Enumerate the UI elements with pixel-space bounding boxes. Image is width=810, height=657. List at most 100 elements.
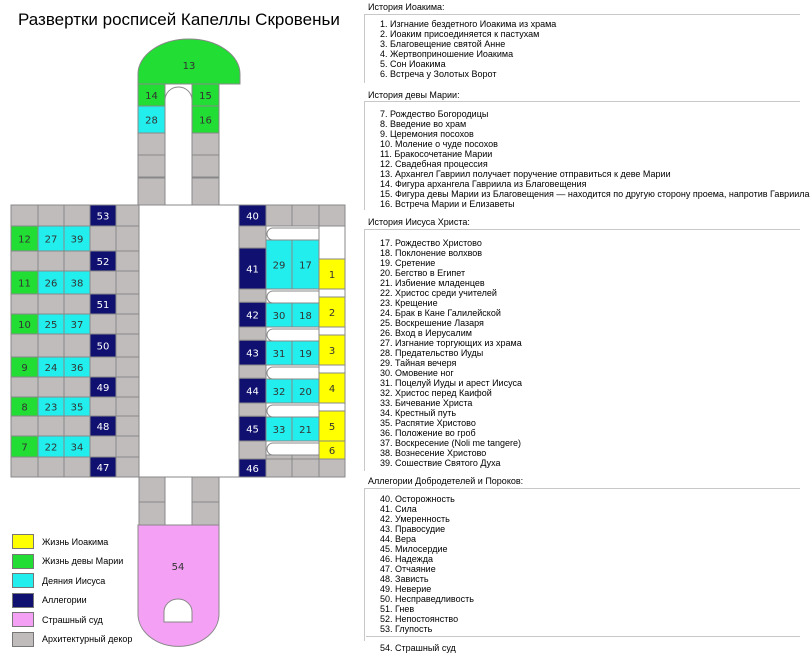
fresco-2: 2 — [318, 296, 346, 328]
legend-label: Жизнь Иоакима — [42, 536, 109, 547]
fresco-2-label: 2 — [329, 308, 335, 319]
fresco-20-label: 20 — [299, 387, 312, 398]
fresco-43-label: 43 — [246, 349, 259, 360]
decor-tile — [115, 396, 140, 417]
decor-tile — [137, 177, 166, 206]
fresco-13-shape — [137, 38, 241, 85]
decor-tile — [238, 288, 267, 303]
fresco-3-label: 3 — [329, 346, 335, 357]
fresco-44: 44 — [238, 377, 267, 404]
list-item: 18. Поклонение волхвов — [380, 248, 483, 258]
legend-item-joachim: Жизнь Иоакима — [12, 532, 132, 552]
blank-tile — [318, 402, 346, 412]
fresco-43: 43 — [238, 339, 267, 366]
list-item: 28. Предательство Иуды — [380, 348, 484, 358]
list-item: 46. Надежда — [380, 554, 433, 564]
fresco-5-label: 5 — [329, 422, 335, 433]
decor-tile — [137, 154, 166, 178]
fresco-9-label: 9 — [21, 363, 27, 374]
fresco-31-label: 31 — [273, 349, 286, 360]
section-header-mary: История девы Марии: — [368, 90, 460, 100]
fresco-47-label: 47 — [97, 463, 110, 474]
list-item: 43. Правосудие — [380, 524, 446, 534]
fresco-54-shape — [137, 524, 220, 647]
fresco-14: 14 — [137, 83, 166, 107]
fresco-35-label: 35 — [71, 403, 84, 414]
fresco-7: 7 — [10, 435, 39, 458]
fresco-33: 33 — [265, 416, 293, 442]
list-item: 3. Благовещение святой Анне — [380, 39, 506, 49]
decor-tile — [265, 204, 293, 227]
list-item: 52. Непостоянство — [380, 614, 459, 624]
list-item: 7. Рождество Богородицы — [380, 109, 489, 119]
fresco-4: 4 — [318, 372, 346, 404]
decor-tile — [115, 356, 140, 378]
fresco-14-label: 14 — [145, 91, 158, 102]
fresco-34-label: 34 — [71, 443, 84, 454]
list-item: 50. Несправедливость — [380, 594, 474, 604]
fresco-3: 3 — [318, 334, 346, 366]
fresco-10: 10 — [10, 313, 39, 335]
fresco-51-label: 51 — [97, 300, 110, 311]
fresco-21: 21 — [291, 416, 320, 442]
fresco-53: 53 — [89, 204, 117, 227]
fresco-6: 6 — [318, 440, 346, 460]
list-item-last-judgment: 54. Страшный суд — [380, 643, 456, 653]
fresco-29: 29 — [265, 239, 293, 290]
fresco-48: 48 — [89, 415, 117, 437]
decor-tile — [191, 476, 220, 503]
decor-tile — [63, 333, 91, 358]
fresco-45-label: 45 — [246, 425, 259, 436]
fresco-38: 38 — [63, 270, 91, 295]
decor-tile — [191, 132, 220, 156]
entrance-corridor — [164, 476, 193, 526]
window-opening — [266, 328, 327, 342]
legend-label: Жизнь девы Марии — [42, 556, 124, 567]
fresco-25-label: 25 — [45, 320, 58, 331]
list-item: 30. Омовение ног — [380, 368, 454, 378]
fresco-32-label: 32 — [273, 387, 286, 398]
fresco-9: 9 — [10, 356, 39, 378]
fresco-11-label: 11 — [18, 279, 31, 290]
fresco-27: 27 — [37, 225, 65, 252]
fresco-4-label: 4 — [329, 384, 335, 395]
fresco-36: 36 — [63, 356, 91, 378]
decor-tile — [265, 458, 293, 478]
decor-tile — [115, 250, 140, 272]
fresco-16-label: 16 — [199, 116, 212, 127]
fresco-8: 8 — [10, 396, 39, 417]
list-item: 51. Гнев — [380, 604, 415, 614]
list-item: 42. Умеренность — [380, 514, 450, 524]
fresco-19-label: 19 — [299, 349, 312, 360]
list-item: 5. Сон Иоакима — [380, 59, 446, 69]
fresco-6-label: 6 — [329, 446, 335, 457]
window-opening — [266, 404, 327, 418]
list-item: 34. Крестный путь — [380, 408, 457, 418]
list-item: 20. Бегство в Египет — [380, 268, 466, 278]
fresco-29-label: 29 — [273, 261, 286, 272]
fresco-33-label: 33 — [273, 425, 286, 436]
list-item: 11. Бракосочетание Марии — [380, 149, 493, 159]
list-item: 48. Зависть — [380, 574, 429, 584]
decor-tile — [191, 177, 220, 206]
decor-tile — [10, 250, 39, 272]
legend-swatch — [12, 553, 34, 569]
fresco-35: 35 — [63, 396, 91, 417]
nave-floor — [138, 204, 240, 478]
fresco-45: 45 — [238, 415, 267, 442]
fresco-44-label: 44 — [246, 387, 259, 398]
decor-tile — [10, 333, 39, 358]
list-item: 8. Введение во храм — [380, 119, 467, 129]
decor-tile — [291, 458, 320, 478]
fresco-52-label: 52 — [97, 257, 110, 268]
decor-tile — [63, 250, 91, 272]
fresco-13-label: 13 — [183, 61, 196, 72]
decor-tile — [291, 204, 320, 227]
decor-tile — [115, 333, 140, 358]
section-header-jesus: История Иисуса Христа: — [368, 217, 470, 227]
legend-swatch — [12, 612, 34, 628]
list-item: 6. Встреча у Золотых Ворот — [380, 69, 497, 79]
fresco-18: 18 — [291, 302, 320, 328]
fresco-12: 12 — [10, 225, 39, 252]
decor-tile — [10, 415, 39, 437]
